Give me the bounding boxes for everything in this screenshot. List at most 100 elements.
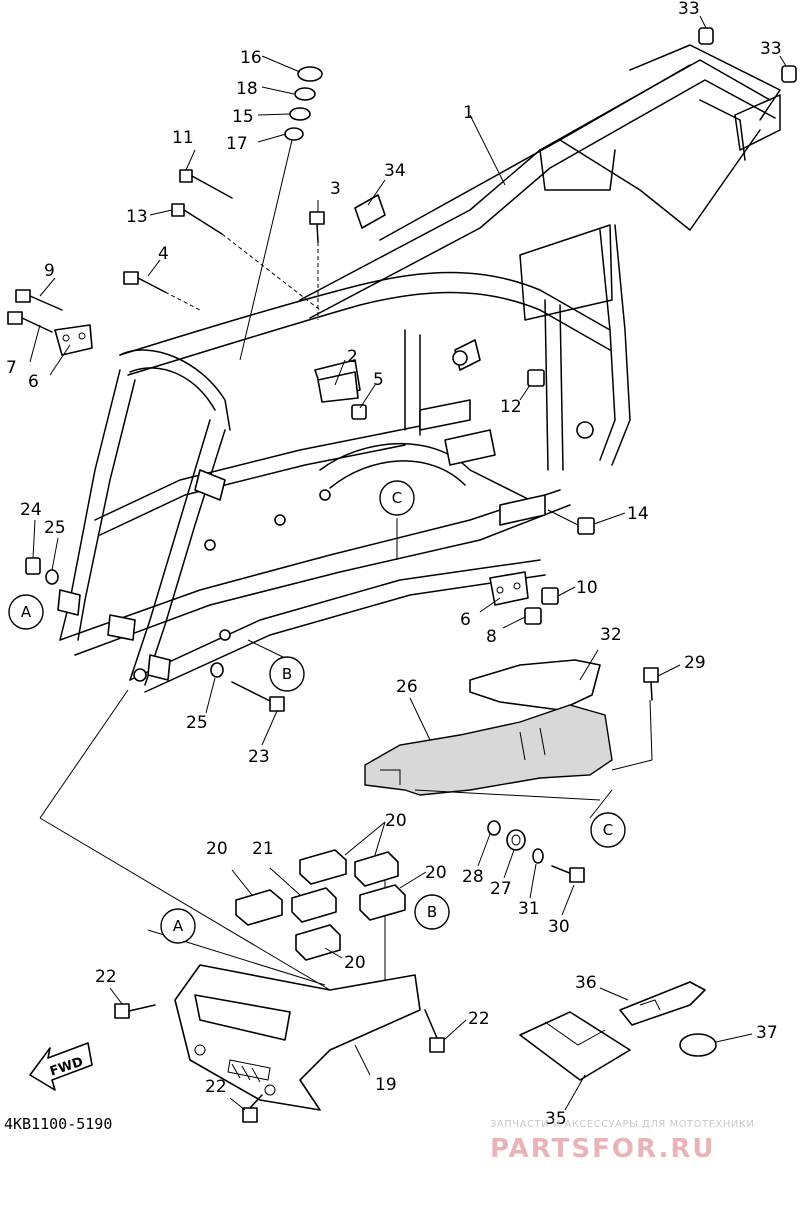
- label-part-6b: 6: [460, 610, 471, 630]
- plate-6-right-icon: [489, 571, 529, 606]
- main-frame: [57, 44, 781, 693]
- washer-28-icon: [487, 820, 501, 836]
- fasteners: [7, 27, 797, 712]
- washer-25-lower-icon: [210, 662, 224, 678]
- label-part-33a: 33: [678, 0, 700, 19]
- label-part-19: 19: [375, 1075, 397, 1095]
- label-part-11: 11: [172, 128, 194, 148]
- wrench-36-icon: [619, 981, 706, 1026]
- svg-text:C: C: [392, 489, 402, 507]
- bolt-22-bottom-icon: [242, 1094, 263, 1123]
- oring-37-icon: [679, 1033, 717, 1057]
- label-part-3: 3: [330, 179, 341, 199]
- nut-14-icon: [547, 509, 595, 535]
- bolt-4-icon: [123, 271, 201, 311]
- bolt-3-icon: [309, 211, 325, 320]
- label-part-22a: 22: [95, 967, 117, 987]
- label-part-2: 2: [347, 347, 358, 367]
- watermark-tagline: ЗАПЧАСТИ И АКСЕССУАРЫ ДЛЯ МОТОТЕХНИКИ: [490, 1119, 754, 1130]
- svg-text:A: A: [173, 917, 184, 935]
- nut-33-right-icon: [781, 65, 797, 83]
- label-part-28: 28: [462, 867, 484, 887]
- label-part-14: 14: [627, 504, 649, 524]
- nut-8-icon: [524, 607, 542, 625]
- label-part-10: 10: [576, 578, 598, 598]
- callout-c-upper: C: [379, 480, 415, 516]
- label-part-35: 35: [545, 1109, 567, 1129]
- fwd-arrow-icon: [29, 1042, 93, 1091]
- label-part-22c: 22: [205, 1077, 227, 1097]
- bracket-2-icon: [317, 371, 359, 403]
- label-part-22b: 22: [468, 1009, 490, 1029]
- tool-bag-35-icon: [519, 1011, 631, 1081]
- svg-text:A: A: [21, 603, 32, 621]
- diagram-code: 4KB1100-5190: [4, 1115, 112, 1133]
- label-part-20a: 20: [385, 811, 407, 831]
- nut-10-icon: [541, 587, 559, 605]
- label-part-20c: 20: [425, 863, 447, 883]
- bolt-29-icon: [643, 667, 659, 701]
- bolt-7-icon: [7, 311, 53, 333]
- label-part-29: 29: [684, 653, 706, 673]
- label-part-20d: 20: [344, 953, 366, 973]
- washer-25-left-icon: [45, 569, 59, 585]
- svg-text:B: B: [282, 665, 292, 683]
- label-part-4: 4: [158, 244, 169, 264]
- bolt-13-icon: [171, 203, 321, 311]
- plate-6-left-icon: [54, 324, 93, 356]
- callout-b-lower: B: [414, 894, 450, 930]
- part-labels: 1 2 3 4 5 6 6 7 8 9 10 11 12 13 14 15 16…: [6, 0, 782, 1129]
- watermark-brand: PARTSFOR.RU: [490, 1134, 715, 1164]
- label-part-25b: 25: [186, 713, 208, 733]
- label-part-26: 26: [396, 677, 418, 697]
- rear-guard: [364, 659, 613, 801]
- svg-text:B: B: [427, 903, 437, 921]
- damper-blocks: [235, 849, 406, 961]
- bolt-22-left-icon: [114, 1003, 156, 1019]
- label-part-25a: 25: [44, 518, 66, 538]
- washer-31-icon: [532, 848, 544, 864]
- label-part-5: 5: [373, 370, 384, 390]
- bracket-34-icon: [354, 194, 386, 229]
- label-part-7: 7: [6, 358, 17, 378]
- label-part-34: 34: [384, 161, 406, 181]
- label-part-18: 18: [236, 79, 258, 99]
- label-part-17: 17: [226, 134, 248, 154]
- label-part-21: 21: [252, 839, 274, 859]
- label-part-24: 24: [20, 500, 42, 520]
- label-part-27: 27: [490, 879, 512, 899]
- label-part-13: 13: [126, 207, 148, 227]
- label-part-9: 9: [44, 261, 55, 281]
- skid-plate: [174, 964, 421, 1111]
- label-part-12: 12: [500, 397, 522, 417]
- callout-c-lower: C: [590, 812, 626, 848]
- bolt-22-right-icon: [424, 1009, 445, 1053]
- bolt-30-icon: [551, 865, 585, 883]
- callout-a-lower: A: [160, 908, 196, 944]
- nut-24-icon: [25, 557, 41, 575]
- svg-text:C: C: [603, 821, 613, 839]
- nut-5-icon: [351, 404, 367, 420]
- bolt-9-icon: [15, 289, 63, 311]
- label-part-31: 31: [518, 899, 540, 919]
- label-part-6a: 6: [28, 372, 39, 392]
- label-part-16: 16: [240, 48, 262, 68]
- label-part-15: 15: [232, 107, 254, 127]
- leader-lines: [29, 15, 787, 746]
- collar-27-icon: [506, 829, 526, 851]
- label-part-32: 32: [600, 625, 622, 645]
- label-part-30: 30: [548, 917, 570, 937]
- callout-a-left: A: [8, 594, 44, 630]
- bolt-11-icon: [179, 169, 233, 199]
- label-part-20b: 20: [206, 839, 228, 859]
- nut-12-icon: [527, 369, 545, 387]
- callout-b-upper: B: [269, 656, 305, 692]
- label-part-37: 37: [756, 1023, 778, 1043]
- nut-33-left-icon: [698, 27, 714, 45]
- label-part-8: 8: [486, 627, 497, 647]
- label-part-33b: 33: [760, 39, 782, 59]
- label-part-1: 1: [463, 103, 474, 123]
- label-part-23: 23: [248, 747, 270, 767]
- lower-leader-lines: [109, 649, 753, 1111]
